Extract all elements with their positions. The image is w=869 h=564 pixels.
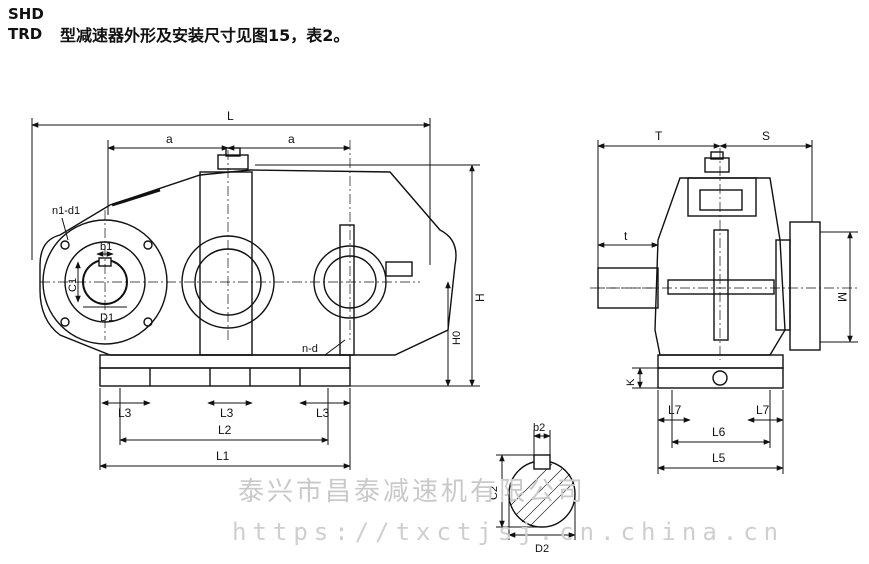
dim-b2: b2 xyxy=(533,422,545,434)
key-slot xyxy=(533,454,551,470)
dim-n-d: n-d xyxy=(302,343,318,355)
housing-outline xyxy=(39,169,457,356)
watermark-url: https://txctjsj.cn.china.cn xyxy=(232,518,784,546)
side-breather xyxy=(704,157,730,173)
breather-cap xyxy=(217,154,249,170)
dim-H0: H0 xyxy=(451,331,463,345)
dim-a-left: a xyxy=(166,132,173,146)
dim-L3-a: L3 xyxy=(118,406,132,420)
front-view xyxy=(31,118,480,470)
output-flange xyxy=(789,221,821,351)
dim-T: T xyxy=(655,129,663,143)
dim-L3-b: L3 xyxy=(220,406,234,420)
shaft-section xyxy=(496,430,576,540)
dim-L5: L5 xyxy=(712,451,726,465)
dim-L2: L2 xyxy=(218,423,232,437)
base-plate xyxy=(99,367,351,387)
dim-D1: D1 xyxy=(100,312,114,324)
dim-t: t xyxy=(624,229,628,243)
dim-L1: L1 xyxy=(216,449,230,463)
model-codes: SHD TRD xyxy=(8,4,44,44)
side-view xyxy=(590,140,860,474)
page-title: 型减速器外形及安装尺寸见图15，表2。 xyxy=(60,26,350,45)
dim-M: M xyxy=(835,292,849,302)
dim-a-right: a xyxy=(288,132,295,146)
dim-S: S xyxy=(762,129,770,143)
dim-b1: b1 xyxy=(100,241,112,253)
dim-C2: C2 xyxy=(488,486,500,500)
dim-L7-right: L7 xyxy=(756,403,770,417)
dim-K: K xyxy=(625,378,637,386)
dim-L6: L6 xyxy=(712,425,726,439)
watermark-company: 泰兴市昌泰减速机有限公司 xyxy=(238,477,586,507)
dim-L: L xyxy=(227,109,234,123)
dim-H: H xyxy=(473,293,487,302)
dim-L7-left: L7 xyxy=(668,403,682,417)
dim-L3-c: L3 xyxy=(316,406,330,420)
model-code-trd: TRD xyxy=(8,25,43,43)
model-code-shd: SHD xyxy=(8,5,44,23)
dim-C1: C1 xyxy=(67,278,79,292)
dim-D2: D2 xyxy=(535,543,549,555)
dim-n1-d1: n1-d1 xyxy=(52,205,80,217)
